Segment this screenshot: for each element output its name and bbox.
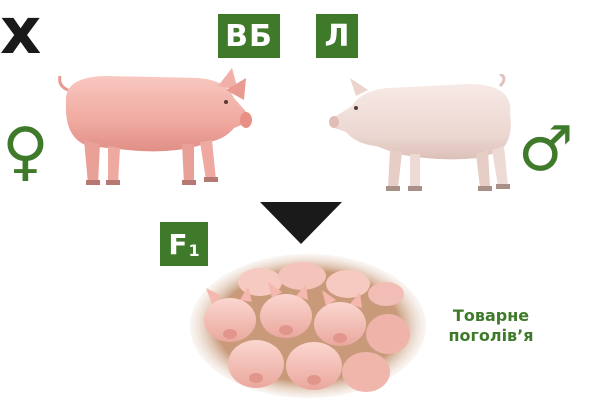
female-breed-badge: ВБ bbox=[218, 14, 280, 58]
female-pig-illustration bbox=[48, 62, 260, 192]
caption-line-1: Товарне bbox=[426, 306, 556, 326]
female-symbol-icon: ♀ bbox=[2, 120, 49, 184]
male-breed-badge: Л bbox=[316, 14, 358, 58]
male-symbol-icon: ♂ bbox=[518, 118, 574, 180]
offspring-caption: Товарне поголів’я bbox=[426, 306, 556, 346]
male-pig-illustration bbox=[328, 74, 528, 196]
generation-letter: F bbox=[168, 228, 187, 261]
caption-line-2: поголів’я bbox=[426, 326, 556, 346]
cross-symbol: x bbox=[0, 0, 610, 64]
down-arrow-icon bbox=[256, 198, 346, 248]
piglets-photo bbox=[190, 254, 426, 398]
